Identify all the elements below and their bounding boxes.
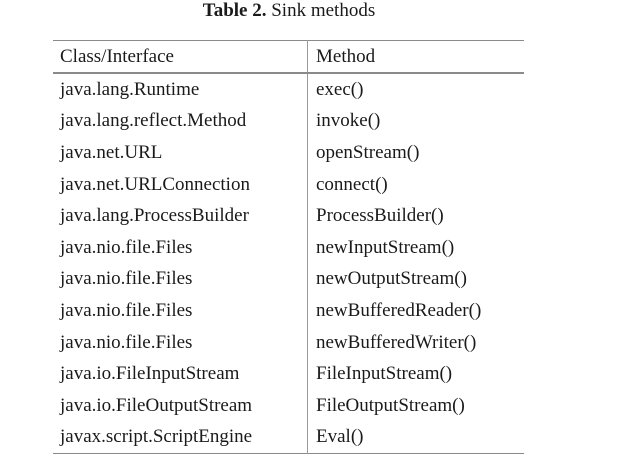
table-caption-text: Sink methods [271,0,376,21]
table-row: javax.script.ScriptEngine Eval() [53,421,524,454]
table-row: java.net.URLConnection connect() [53,168,524,201]
column-header-method: Method [316,45,376,67]
class-cell: java.nio.file.Files [53,295,308,327]
method-cell: exec() [316,78,364,100]
table-row: java.net.URL openStream() [53,137,524,169]
method-cell: openStream() [316,141,420,163]
method-cell: newBufferedReader() [316,299,482,321]
table-row: java.nio.file.Files newBufferedReader() [53,295,524,327]
method-cell: connect() [316,173,388,195]
table-row: java.nio.file.Files newBufferedWriter() [53,326,524,359]
table-row: java.lang.ProcessBuilder ProcessBuilder(… [53,200,524,232]
class-cell: java.nio.file.Files [53,263,308,296]
class-cell: java.lang.ProcessBuilder [53,200,308,232]
column-header-class-interface: Class/Interface [53,40,308,73]
table-row: java.io.FileInputStream FileInputStream(… [53,358,524,390]
method-cell: ProcessBuilder() [316,205,444,227]
class-cell: javax.script.ScriptEngine [53,421,308,454]
sink-methods-table: Class/Interface Method java.lang.Runtime… [53,40,524,454]
table-body: java.lang.Runtime exec() java.lang.refle… [53,73,524,454]
method-cell: newBufferedWriter() [316,331,477,353]
method-cell: FileInputStream() [316,363,453,385]
method-cell: Eval() [316,426,364,448]
table-row: java.lang.reflect.Method invoke() [53,105,524,138]
method-cell: invoke() [316,110,381,132]
table-row: java.io.FileOutputStream FileOutputStrea… [53,389,524,422]
sink-methods-table-container: Class/Interface Method java.lang.Runtime… [53,40,524,454]
method-cell: newOutputStream() [316,268,467,290]
table-row: java.lang.Runtime exec() [53,73,524,106]
class-cell: java.net.URL [53,137,308,169]
method-cell: FileOutputStream() [316,394,465,416]
table-header-row: Class/Interface Method [53,40,524,73]
method-cell: newInputStream() [316,236,455,258]
table-row: java.nio.file.Files newInputStream() [53,231,524,264]
class-cell: java.nio.file.Files [53,231,308,264]
class-cell: java.net.URLConnection [53,168,308,201]
class-cell: java.nio.file.Files [53,326,308,359]
table-header: Class/Interface Method [53,40,524,73]
table-row: java.nio.file.Files newOutputStream() [53,263,524,296]
table-caption-label: Table 2. [202,0,267,21]
class-cell: java.io.FileInputStream [53,358,308,390]
class-cell: java.lang.reflect.Method [53,105,308,138]
table-caption: Table 2. Sink methods [0,0,578,22]
class-cell: java.io.FileOutputStream [53,389,308,422]
class-cell: java.lang.Runtime [53,73,308,106]
